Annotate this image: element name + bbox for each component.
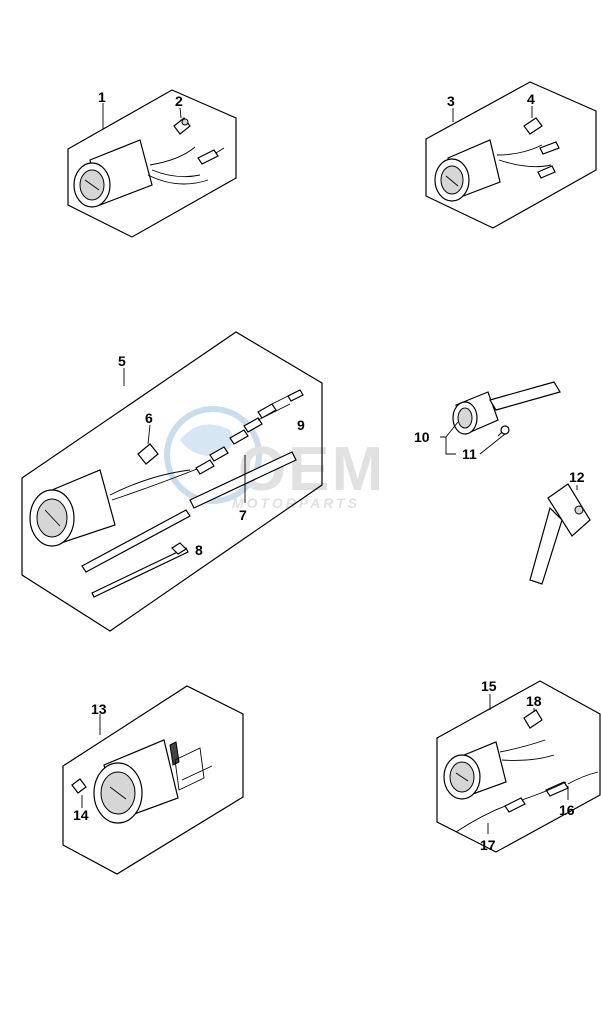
part-1-gauge [73,139,209,208]
part-15-gauge [443,739,555,800]
part-12-lever [529,483,591,585]
callout-10: 10 [414,429,430,445]
leader-10 [440,436,456,455]
callout-18: 18 [526,693,542,709]
part-10-switch [452,381,561,435]
part-13-gauge [93,739,213,824]
part-4-bulb [523,117,560,179]
group-3-outline [425,81,597,229]
callout-1: 1 [98,89,106,105]
part-2-bulb [173,117,191,135]
part-16-harness [545,771,599,797]
group-5-outline [21,331,323,632]
part-5-gauge [29,464,208,547]
part-14-bulb [71,778,87,794]
part-1-terminal [197,147,225,165]
watermark-tagline: MOTORPARTS [232,495,360,511]
callout-9: 9 [297,417,305,433]
part-7-tube [189,451,297,509]
part-9-connector [195,389,304,475]
callout-16: 16 [559,802,575,818]
callout-13: 13 [91,701,107,717]
callout-15: 15 [481,678,497,694]
group-15-outline [436,680,601,853]
callout-7: 7 [239,507,247,523]
group-13-outline [62,685,244,875]
oem-motorparts-watermark: OEM MOTORPARTS [164,406,383,511]
callout-4: 4 [527,91,535,107]
part-18-bulb [523,709,543,729]
callout-12: 12 [569,469,585,485]
group-1-outline [67,89,237,238]
watermark-globe-icon [164,406,262,504]
callout-17: 17 [480,837,496,853]
watermark-continent-shape [180,424,234,456]
callout-6: 6 [145,410,153,426]
callout-11: 11 [462,446,477,462]
part-17-harness [455,781,567,833]
callout-2: 2 [175,93,183,109]
part-3-gauge [434,139,552,202]
callout-3: 3 [447,93,455,109]
part-11-screw [497,425,510,437]
part-8-tie [81,509,191,598]
callout-5: 5 [118,353,126,369]
callout-8: 8 [195,542,203,558]
part-6-bulb [137,443,159,465]
callout-14: 14 [73,807,89,823]
